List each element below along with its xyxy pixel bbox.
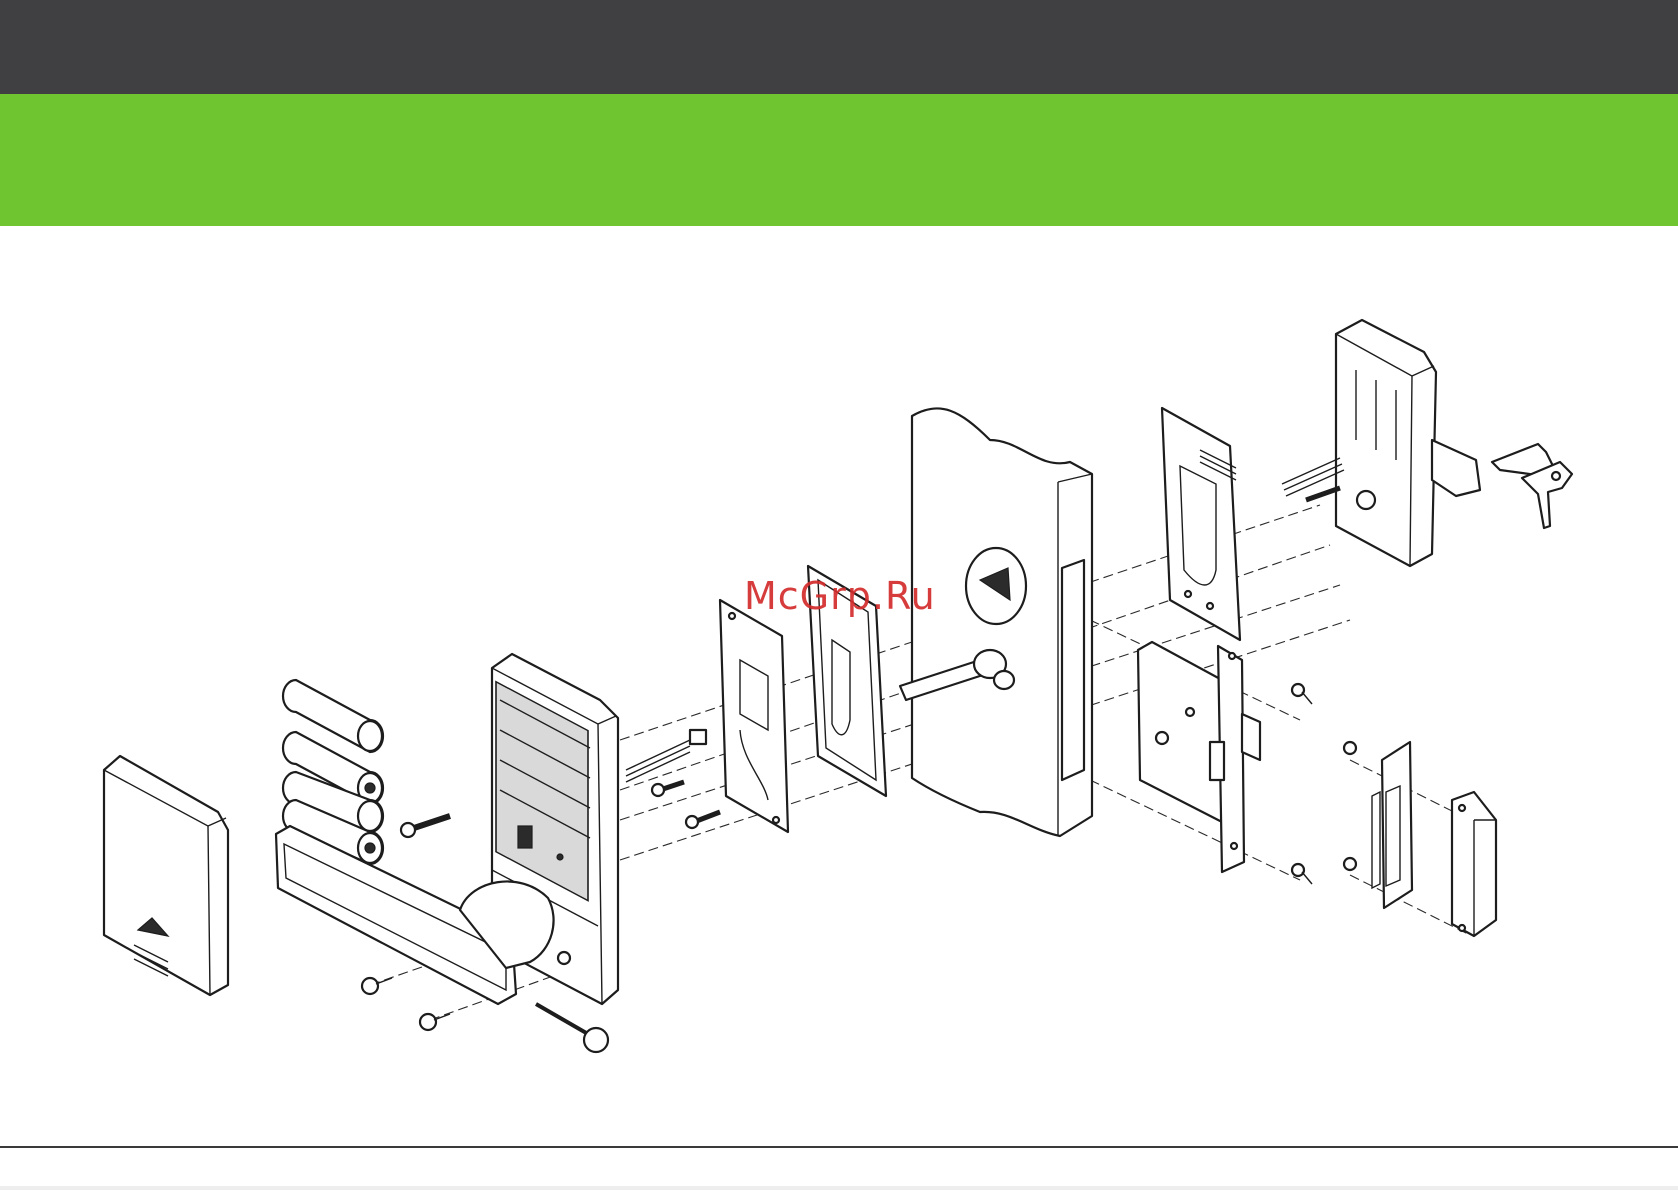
rose-plate: [1162, 408, 1240, 640]
handle-screws: [362, 978, 450, 1030]
mortise-screws: [1292, 684, 1312, 884]
footer-strip: [0, 1186, 1678, 1190]
strike-plate: [1344, 742, 1412, 908]
exploded-lock-diagram: [0, 226, 1678, 1146]
mechanical-keys: [1492, 444, 1572, 528]
emergency-key-pin: [536, 1004, 608, 1052]
mortise-lock: [1138, 642, 1260, 872]
watermark-text: McGrp.Ru: [744, 574, 936, 618]
inner-mounting-plate: [720, 600, 788, 832]
accent-band: [0, 94, 1678, 226]
inner-lock-body: [1282, 320, 1480, 566]
door-panel: [900, 408, 1092, 836]
footer-rule: [0, 1146, 1678, 1148]
header-bar: [0, 0, 1678, 94]
strike-box: [1452, 792, 1496, 936]
battery-cover: [104, 756, 228, 995]
